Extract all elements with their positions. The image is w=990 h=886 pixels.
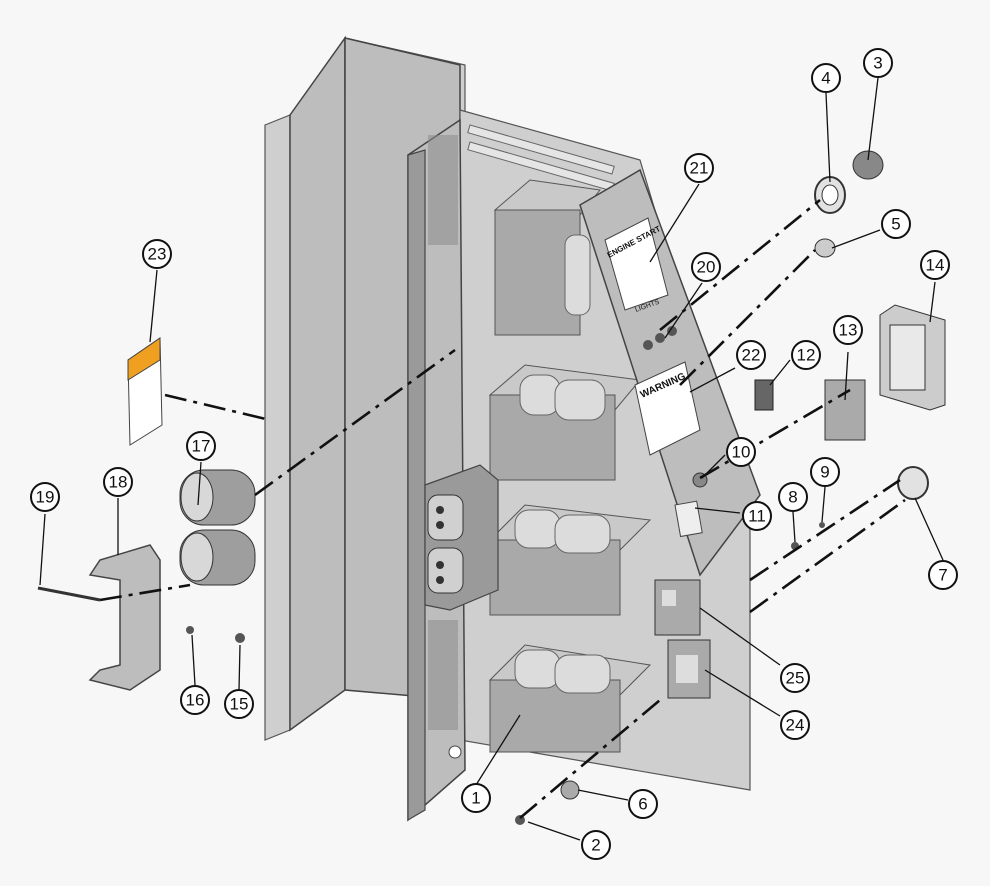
callout-24: 24 (780, 710, 810, 740)
relay-24 (667, 639, 711, 699)
callout-1-number: 1 (471, 789, 480, 808)
callout-25-number: 25 (786, 669, 805, 688)
callout-23: 23 (142, 239, 172, 269)
callout-12: 12 (791, 340, 821, 370)
decal-23 (127, 337, 163, 446)
callout-10-number: 10 (732, 443, 751, 462)
callout-14-number: 14 (926, 256, 945, 275)
callout-6: 6 (628, 789, 658, 819)
nut-15 (235, 633, 245, 643)
leader-lines (39, 77, 944, 841)
nut-6 (560, 780, 580, 800)
callout-15-number: 15 (230, 695, 249, 714)
callout-21: 21 (684, 153, 714, 183)
callout-6-number: 6 (638, 795, 647, 814)
callout-17-number: 17 (192, 437, 211, 456)
screw-9 (819, 522, 825, 528)
capacitor-pair-17 (179, 469, 256, 586)
perforated-front-rail (407, 118, 466, 822)
screw-16 (186, 626, 194, 634)
callout-2: 2 (581, 830, 611, 860)
transformer-top (493, 179, 601, 336)
callout-12-number: 12 (797, 346, 816, 365)
callout-7: 7 (928, 560, 958, 590)
callout-18-number: 18 (109, 473, 128, 492)
callout-24-number: 24 (786, 716, 805, 735)
callout-23-number: 23 (148, 245, 167, 264)
callout-22-number: 22 (742, 346, 761, 365)
callout-16: 16 (180, 685, 210, 715)
callout-13: 13 (833, 315, 863, 345)
callout-18: 18 (103, 467, 133, 497)
callout-5-number: 5 (891, 215, 900, 234)
transformer-2 (488, 364, 641, 481)
callout-4: 4 (811, 63, 841, 93)
callout-19: 19 (30, 482, 60, 512)
callout-15: 15 (224, 689, 254, 719)
callout-3: 3 (863, 48, 893, 78)
callout-4-number: 4 (821, 69, 830, 88)
screw-19 (37, 586, 101, 602)
callout-7-number: 7 (938, 566, 947, 585)
transformer-3 (488, 504, 652, 616)
callout-3-number: 3 (873, 54, 882, 73)
callout-5: 5 (881, 209, 911, 239)
callout-17: 17 (186, 431, 216, 461)
callout-8: 8 (778, 482, 808, 512)
callout-11: 11 (742, 501, 772, 531)
transformer-1 (488, 644, 652, 753)
callout-14: 14 (920, 250, 950, 280)
relay-25 (654, 579, 701, 636)
callout-9: 9 (810, 457, 840, 487)
control-panel: ENGINE START LIGHTS WARNING (579, 168, 761, 577)
callout-25: 25 (780, 663, 810, 693)
callout-19-number: 19 (36, 488, 55, 507)
callout-11-number: 11 (748, 507, 766, 526)
callout-9-number: 9 (820, 463, 829, 482)
callout-13-number: 13 (839, 321, 858, 340)
bracket-18 (88, 544, 161, 691)
mounted-capacitor-block (424, 464, 499, 611)
callout-22: 22 (736, 340, 766, 370)
callout-21-number: 21 (690, 159, 709, 178)
right-side-parts (754, 150, 946, 500)
callout-1: 1 (461, 783, 491, 813)
callout-16-number: 16 (186, 691, 205, 710)
assembly-lines (99, 198, 906, 819)
callout-10: 10 (726, 437, 756, 467)
callout-20-number: 20 (697, 258, 716, 277)
callout-20: 20 (691, 252, 721, 282)
callout-2-number: 2 (591, 836, 600, 855)
callout-8-number: 8 (788, 488, 797, 507)
